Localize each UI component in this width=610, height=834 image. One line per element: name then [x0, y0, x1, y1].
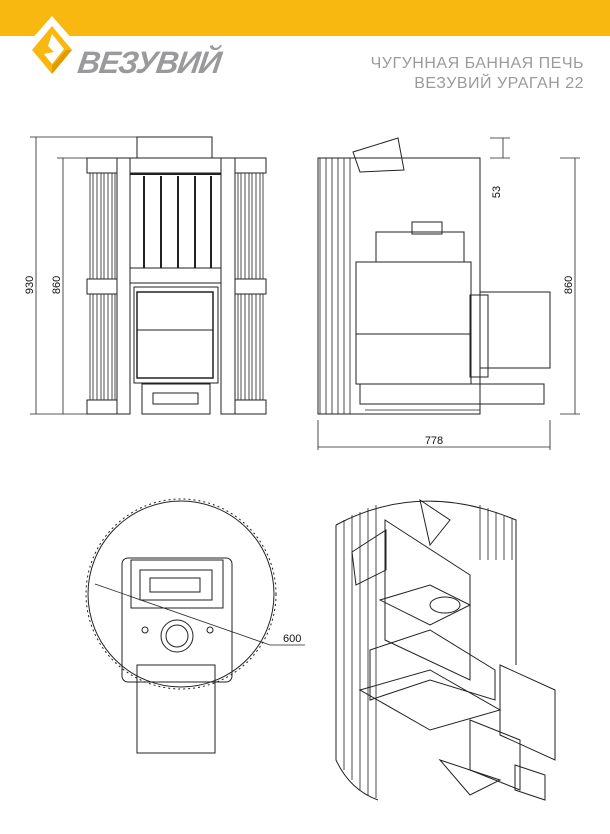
dim-53: 53: [491, 186, 503, 198]
dim-860-front: 860: [51, 276, 63, 294]
side-view-drawing: [317, 137, 580, 450]
title-line-2: ВЕЗУВИЙ УРАГАН 22: [414, 75, 584, 92]
dim-778: 778: [425, 435, 443, 447]
vezuvij-logo-icon: [24, 16, 80, 80]
cutaway-view-drawing: [335, 498, 556, 801]
top-view-drawing: [85, 498, 305, 754]
dim-600: 600: [283, 633, 301, 645]
product-title: ЧУГУННАЯ БАННАЯ ПЕЧЬ ВЕЗУВИЙ УРАГАН 22: [371, 54, 584, 94]
header-bar: [0, 0, 610, 36]
title-line-1: ЧУГУННАЯ БАННАЯ ПЕЧЬ: [370, 55, 584, 72]
dim-930: 930: [24, 276, 36, 294]
front-view-drawing: [30, 136, 267, 415]
dim-860-side: 860: [563, 276, 575, 294]
